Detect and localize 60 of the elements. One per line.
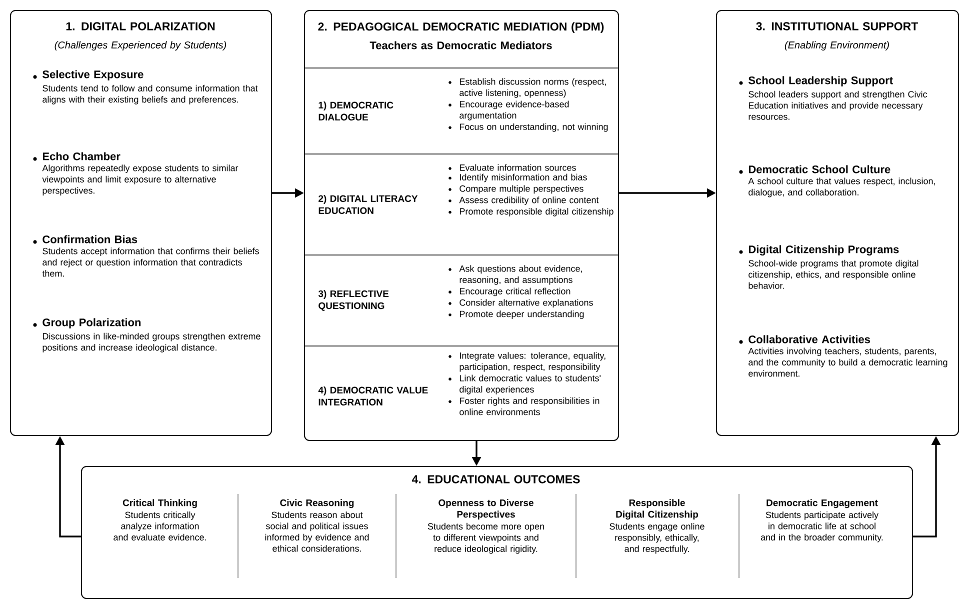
item-description: Activities involving teachers, students, parents, and the community to build a democratic learning environment. — [748, 348, 948, 377]
column-heading: Civic Reasoning — [280, 499, 354, 508]
item-description: Algorithms repeatedly expose students to similar viewpoints and limit exposure to alternative perspectives. — [42, 164, 238, 196]
item-description: Discussions in like-minded groups strengthen extreme positions and increase ideological distance. — [42, 332, 260, 352]
item-heading: Echo Chamber — [42, 152, 120, 160]
item-heading: Selective Exposure — [42, 70, 144, 80]
bullet-text: Evaluate information sources — [460, 164, 576, 171]
panel — [10, 10, 272, 436]
column-text: Students participate actively in democratic life at school and in the broader community. — [760, 511, 883, 542]
table-row — [304, 68, 619, 132]
item-heading: Group Polarization — [42, 318, 141, 328]
row-label: 2) DIGITAL LITERACY EDUCATION — [318, 195, 418, 214]
item-description: Students accept information that confirms their beliefs and reject or question information that contradicts them. — [42, 248, 259, 277]
item-heading: Digital Citizenship Programs — [748, 245, 899, 256]
column-heading: Democratic Engagement — [766, 499, 878, 508]
column-heading: Openness to Diverse Perspectives — [438, 499, 534, 520]
bullet-text: Foster rights and responsibilities in online environments — [460, 397, 600, 416]
bullet-text: Ask questions about evidence, reasoning, and assumptions — [459, 265, 582, 285]
item-description: School-wide programs that promote digital citizenship, ethics, and responsible online behavior. — [748, 260, 918, 289]
row-label: 4) DEMOCRATIC VALUE INTEGRATION — [318, 386, 428, 406]
table-row — [304, 154, 619, 216]
bullet-text: Focus on understanding, not winning — [460, 123, 608, 132]
panel-subtitle: (Enabling Environment) — [784, 41, 889, 50]
panel — [716, 10, 959, 436]
row-label: 3) REFLECTIVE QUESTIONING — [318, 290, 389, 311]
table-row — [304, 346, 619, 416]
bullet-text: Link democratic values to students' digital experiences — [460, 374, 601, 394]
item-heading: School Leadership Support — [748, 76, 893, 86]
bullet-text: Integrate values: tolerance, equality, participation, respect, responsibility — [460, 352, 606, 372]
column-text: Students engage online responsibly, ethically, and respectfully. — [610, 522, 704, 554]
column-heading: Responsible Digital Citizenship — [616, 499, 698, 520]
bullet-text: Promote deeper understanding — [460, 310, 584, 319]
panel-title: 2. PEDAGOGICAL DEMOCRATIC MEDIATION (PDM) — [318, 22, 604, 33]
item-description: A school culture that values respect, inclusion, dialogue, and collaboration. — [748, 178, 935, 198]
bullet-text: Identify misinformation and bias — [460, 174, 587, 182]
row-label: 1) DEMOCRATIC DIALOGUE — [318, 102, 394, 120]
bullet-text: Promote responsible digital citizenship — [460, 208, 614, 216]
item-description: Students tend to follow and consume information that aligns with their existing beliefs and preferences. — [42, 84, 258, 104]
bullet-text: Encourage critical reflection — [460, 288, 570, 296]
column-text: Students reason about social and political issues informed by evidence and ethical considerations. — [265, 511, 369, 552]
bullet-text: Consider alternative explanations — [460, 299, 593, 308]
item-heading: Democratic School Culture — [748, 165, 890, 174]
bullet-text: Encourage evidence-based argumentation — [460, 100, 569, 120]
panel — [304, 10, 619, 441]
bullet-text: Assess credibility of online content — [459, 196, 599, 205]
panel-subtitle: (Challenges Experienced by Students) — [54, 41, 226, 50]
column-text: Students become more open to different viewpoints and reduce ideological rigidity. — [428, 522, 544, 554]
table-row — [304, 254, 619, 319]
panel-title: 3. INSTITUTIONAL SUPPORT — [756, 22, 918, 30]
item-description: School leaders support and strengthen Civic Education initiatives and provide necessary resources. — [748, 90, 928, 120]
panel-title: 4. EDUCATIONAL OUTCOMES — [412, 475, 580, 484]
item-heading: Collaborative Activities — [748, 335, 870, 344]
panel-title: 1. DIGITAL POLARIZATION — [66, 22, 215, 30]
column-text: Students critically analyze information and evaluate evidence. — [114, 511, 206, 540]
item-heading: Confirmation Bias — [42, 235, 138, 244]
bullet-text: Establish discussion norms (respect, active listening, openness) — [460, 78, 606, 98]
panel-subtitle: Teachers as Democratic Mediators — [370, 41, 552, 50]
column-heading: Critical Thinking — [122, 499, 197, 508]
bullet-text: Compare multiple perspectives — [460, 185, 584, 194]
panel — [81, 466, 913, 599]
